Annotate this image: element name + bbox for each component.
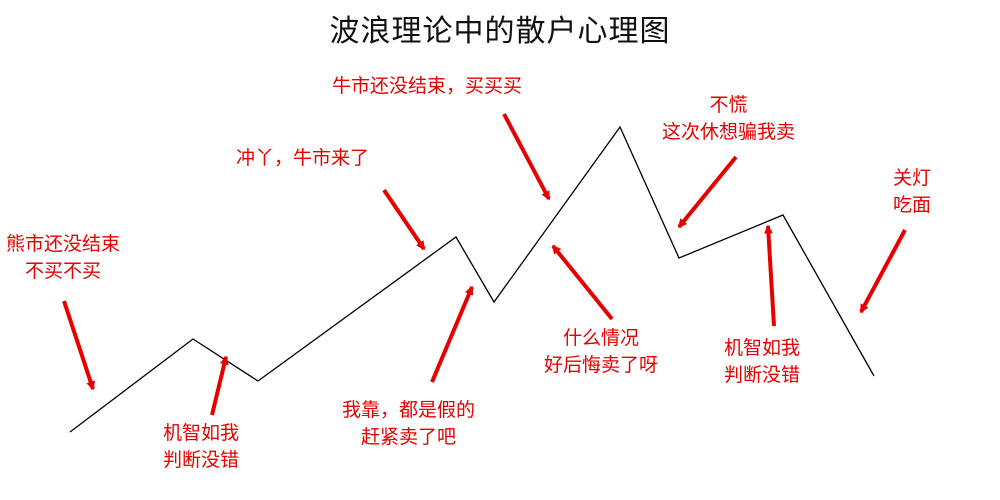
annotation-regret-line-2: 好后悔卖了呀 [544, 354, 659, 376]
annotation-nopanic: 不慌 这次休想骗我卖 [662, 92, 795, 146]
arrow-bear [62, 300, 95, 391]
arrow-charge [382, 188, 426, 251]
diagram-title: 波浪理论中的散户心理图 [329, 14, 671, 49]
arrows [62, 113, 907, 416]
arrow-nopanic [677, 155, 738, 229]
annotation-bear: 熊市还没结束 不买不买 [6, 231, 120, 285]
annotation-fake: 我靠，都是假的 赶紧卖了吧 [342, 397, 475, 451]
annotation-clever-1: 机智如我 判断没错 [163, 420, 239, 474]
annotation-clever-1-line-1: 机智如我 [163, 422, 240, 444]
annotation-dinner-line-1: 关灯 [893, 167, 932, 189]
arrow-clever1 [210, 355, 229, 416]
annotation-fake-line-2: 赶紧卖了吧 [361, 426, 457, 448]
arrow-dinner [859, 229, 907, 314]
arrow-fake [430, 285, 474, 383]
annotation-buy-line-1: 牛市还没结束，买买买 [332, 75, 523, 97]
annotation-charge-line-1: 冲丫，牛市来了 [236, 147, 370, 169]
arrow-clever2 [763, 224, 776, 327]
annotation-clever-2-line-1: 机智如我 [724, 337, 801, 359]
annotation-clever-2: 机智如我 判断没错 [724, 335, 800, 389]
annotation-dinner: 关灯 吃面 [893, 165, 931, 219]
annotation-nopanic-line-2: 这次休想骗我卖 [662, 121, 796, 143]
price-wave-line [69, 125, 875, 433]
arrow-regret [551, 244, 614, 321]
annotation-charge: 冲丫，牛市来了 [236, 145, 369, 172]
annotation-nopanic-line-1: 不慌 [709, 94, 748, 116]
annotation-regret-line-1: 什么情况 [563, 327, 640, 349]
annotation-buy: 牛市还没结束，买买买 [332, 73, 522, 100]
arrow-buy [502, 113, 551, 201]
annotation-fake-line-1: 我靠，都是假的 [342, 399, 476, 421]
annotation-clever-1-line-2: 判断没错 [163, 449, 240, 471]
annotation-regret: 什么情况 好后悔卖了呀 [544, 325, 658, 379]
annotation-bear-line-2: 不买不买 [25, 260, 102, 282]
annotation-clever-2-line-2: 判断没错 [724, 364, 801, 386]
annotation-dinner-line-2: 吃面 [893, 194, 932, 216]
annotation-bear-line-1: 熊市还没结束 [6, 233, 121, 255]
